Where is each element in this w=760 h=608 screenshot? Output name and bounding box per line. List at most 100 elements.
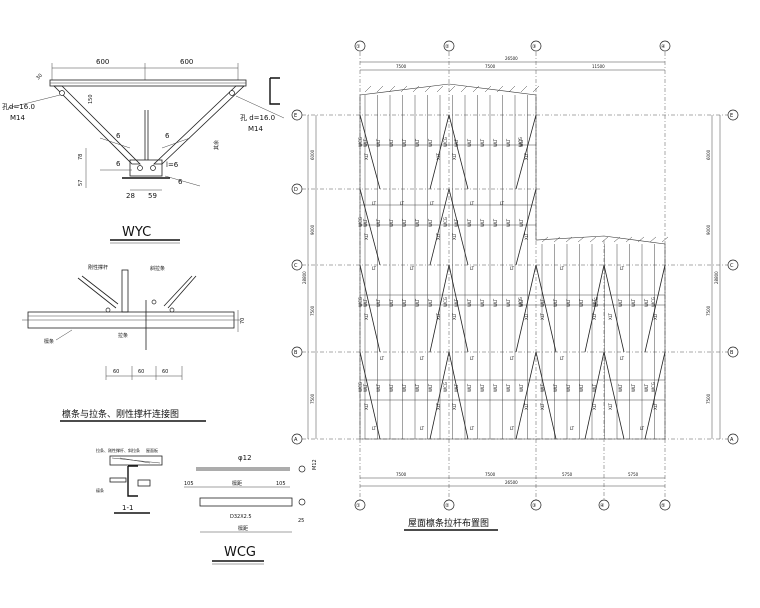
- plan-member-label: WLT: [506, 218, 511, 227]
- plan-member-label: WLT: [579, 383, 584, 392]
- plan-member-label: WCG: [651, 382, 656, 392]
- wcg-bottom-label: 檩距: [238, 525, 248, 532]
- plan-member-label: XLT: [524, 153, 529, 160]
- plan-top-dim-1: 7500: [396, 64, 407, 69]
- wyc-weld-6a: 6: [116, 132, 121, 140]
- axis-row-a-right: A: [730, 437, 734, 443]
- plan-right-dim-3: 7500: [706, 305, 711, 316]
- plan-member-label: WLT: [428, 298, 433, 307]
- wyc-dim-78: 78: [78, 154, 84, 160]
- plan-member-label: WCG: [358, 382, 363, 392]
- plan-member-line: [448, 264, 469, 353]
- plan-member-label: LT: [470, 266, 475, 271]
- plan-member-label: WCG: [358, 137, 363, 147]
- axis-bottom-1: ①: [356, 503, 361, 509]
- plan-member-label: XLT: [653, 403, 658, 410]
- plan-member-line: [448, 114, 469, 190]
- plan-member-label: WCG: [358, 217, 363, 227]
- wyc-bolt-right-label: M14: [248, 125, 263, 133]
- plan-member-label: WLT: [618, 383, 623, 392]
- plan-member-label: WCG: [594, 297, 599, 307]
- plan-member-label: WLT: [376, 138, 381, 147]
- section-title: 1-1: [122, 504, 133, 512]
- conn-dim-60b: 60: [138, 369, 144, 375]
- conn-dim-70: 70: [240, 318, 246, 324]
- plan-member-label: XLT: [436, 153, 441, 160]
- plan-member-label: WLT: [467, 138, 472, 147]
- plan-member-line: [448, 188, 469, 266]
- plan-member-label: WLT: [402, 138, 407, 147]
- axis-bottom-4: ④: [600, 503, 605, 509]
- plan-bottom-total: 26500: [505, 480, 518, 485]
- plan-member-label: LT: [400, 201, 405, 206]
- plan-member-label: WLT: [506, 383, 511, 392]
- plan-member-line: [625, 236, 633, 243]
- plan-member-line: [359, 114, 381, 190]
- plan-right-dim-4: 7500: [706, 393, 711, 404]
- plan-member-label: WLT: [506, 298, 511, 307]
- plan-member-label: LT: [510, 356, 515, 361]
- wyc-gusset-plate: [129, 159, 163, 177]
- wyc-weld-6c: 6: [116, 160, 121, 168]
- plan-member-label: WLT: [493, 138, 498, 147]
- plan-member-label: XLT: [592, 313, 597, 320]
- plan-member-line: [359, 264, 381, 353]
- plan-top-dim-3: 11500: [592, 64, 605, 69]
- plan-member-line: [644, 264, 666, 353]
- plan-member-label: WCG: [518, 297, 523, 307]
- axis-bottom-3: ③: [532, 503, 536, 509]
- plan-member-label: WCG: [443, 137, 448, 147]
- plan-member-line: [364, 85, 372, 93]
- plan-member-label: XLT: [524, 233, 529, 240]
- wyc-detail: 600 600 孔d=16.0 M14 孔 d=16.0 M14 150 30 …: [2, 58, 285, 244]
- plan-right-dim-1: 6000: [706, 149, 711, 160]
- plan-member-label: LT: [380, 356, 385, 361]
- plan-member-label: WLT: [402, 383, 407, 392]
- plan-member-label: LT: [410, 266, 415, 271]
- conn-label-purlin: 檩条: [44, 338, 54, 345]
- plan-member-line: [603, 351, 625, 440]
- plan-member-line: [484, 85, 492, 93]
- plan-member-label: XLT: [364, 153, 369, 160]
- axis-row-e-left: E: [294, 113, 297, 119]
- section-label-roof: 屋面板: [146, 447, 158, 453]
- plan-member-line: [644, 351, 666, 440]
- wyc-weld-6d: 6: [178, 178, 183, 186]
- plan-member-label: WCG: [443, 217, 448, 227]
- plan-member-label: WLT: [389, 138, 394, 147]
- plan-member-line: [448, 85, 456, 93]
- wyc-dim-600-right: 600: [180, 58, 193, 66]
- plan-member-line: [584, 351, 605, 440]
- plan-bottom-dim-3: 5750: [562, 472, 573, 477]
- plan-member-label: WLT: [566, 383, 571, 392]
- axis-top-2: ②: [445, 44, 450, 50]
- wcg-detail: φ12 M12 105 105 檩距 D32X2.5 25 檩距 WCG: [184, 454, 318, 565]
- plan-member-label: XLT: [592, 403, 597, 410]
- plan-member-line: [460, 85, 468, 93]
- plan-member-label: LT: [420, 426, 425, 431]
- axis-bottom-2: ②: [445, 503, 450, 509]
- wyc-dim-59: 59: [148, 192, 157, 200]
- wyc-left-diagonal: [53, 85, 141, 165]
- section-label-purlin: 檩条: [96, 487, 104, 493]
- plan-member-label: WLT: [519, 138, 524, 147]
- plan-member-line: [535, 351, 557, 440]
- plan-member-label: WLT: [493, 218, 498, 227]
- plan-member-label: WCG: [518, 137, 523, 147]
- plan-caption: 屋面檩条拉杆布置图: [408, 517, 489, 529]
- plan-member-line: [541, 236, 549, 243]
- plan-member-label: WLT: [519, 298, 524, 307]
- conn-dim-60a: 60: [113, 369, 119, 375]
- axis-top-4: ④: [661, 44, 666, 50]
- plan-member-label: LT: [510, 426, 515, 431]
- plan-member-label: LT: [620, 266, 625, 271]
- plan-member-label: WLT: [363, 383, 368, 392]
- plan-member-label: LT: [372, 426, 377, 431]
- plan-member-label: WLT: [631, 383, 636, 392]
- plan-member-label: WLT: [553, 383, 558, 392]
- plan-left-dim-1: 6000: [310, 149, 315, 160]
- plan-member-label: WLT: [493, 298, 498, 307]
- plan-member-label: WLT: [480, 383, 485, 392]
- plan-member-label: WLT: [480, 138, 485, 147]
- plan-member-line: [649, 236, 657, 243]
